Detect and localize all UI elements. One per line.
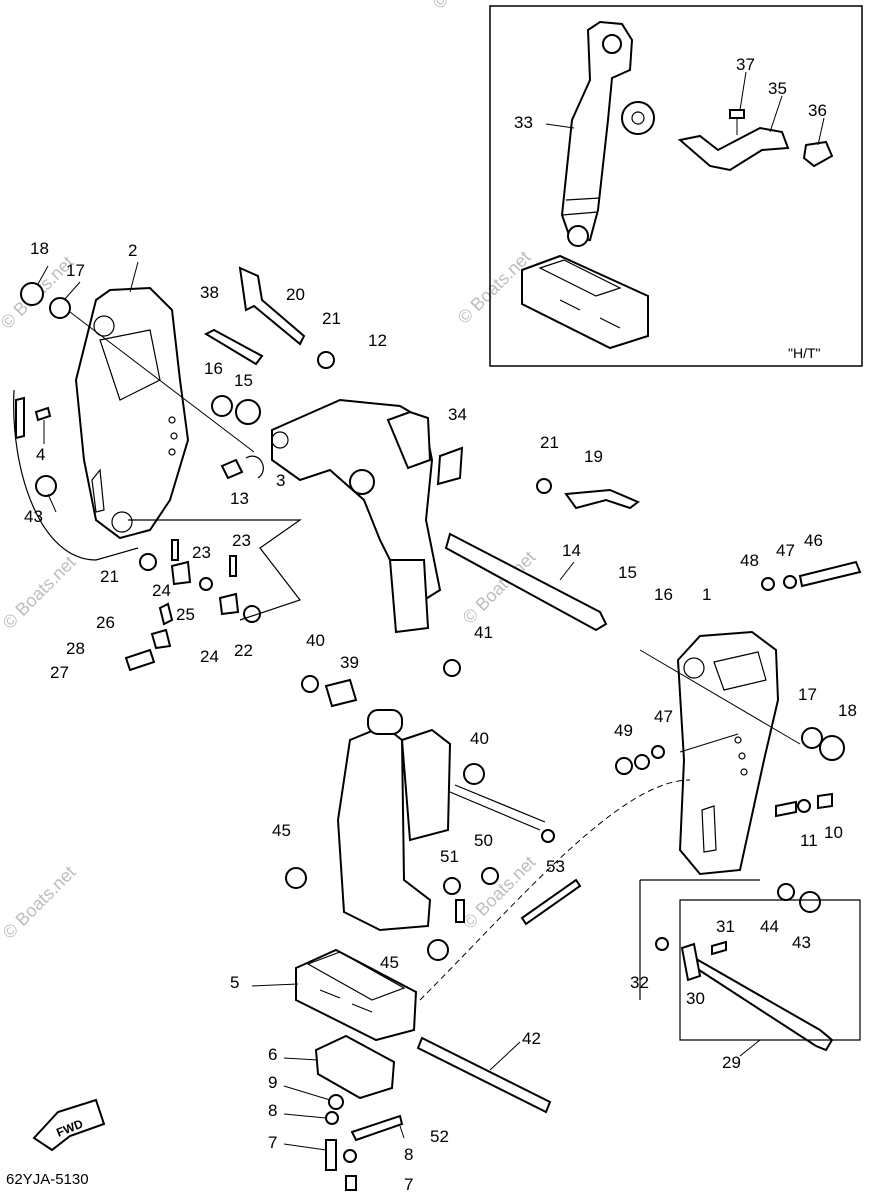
clamp-bracket-right: [615, 560, 862, 913]
callout: 45: [380, 953, 399, 972]
callout: 16: [654, 585, 673, 604]
callout: 2: [128, 241, 137, 260]
callout: 16: [204, 359, 223, 378]
callout: 5: [230, 973, 239, 992]
callout: 47: [776, 541, 795, 560]
callout: 28: [66, 639, 85, 658]
watermark: © Boats.net: [0, 862, 80, 943]
callout: 42: [522, 1029, 541, 1048]
left-small-parts: [124, 519, 302, 672]
callout: 7: [404, 1175, 413, 1194]
callout: 44: [760, 917, 779, 936]
callout: 18: [838, 701, 857, 720]
callout: 7: [268, 1133, 277, 1152]
clamp-bracket-left: [13, 282, 255, 561]
watermark: © Boats.net: [0, 552, 80, 633]
callout: 9: [268, 1073, 277, 1092]
callout: 43: [24, 507, 43, 526]
callout: 41: [474, 623, 493, 642]
callout: 39: [340, 653, 359, 672]
callout: 43: [792, 933, 811, 952]
callout: 15: [234, 371, 253, 390]
callout: 20: [286, 285, 305, 304]
callout: 17: [798, 685, 817, 704]
callout: 49: [614, 721, 633, 740]
fwd-arrow: FWD: [32, 1098, 106, 1152]
callout: 4: [36, 445, 45, 464]
callout: 19: [584, 447, 603, 466]
callout: 14: [562, 541, 581, 560]
callout: 22: [234, 641, 253, 660]
ht-inset: "H/T": [489, 5, 863, 367]
callout: 38: [200, 283, 219, 302]
callout: 21: [322, 309, 341, 328]
tilt-lever: [536, 478, 640, 510]
power-trim-unit: [285, 659, 582, 961]
callout: 53: [546, 857, 565, 876]
callout: 24: [152, 581, 171, 600]
callout: 46: [804, 531, 823, 550]
callout: 37: [736, 55, 755, 74]
callout: 23: [232, 531, 251, 550]
callout: 10: [824, 823, 843, 842]
callouts: 33 37 35 36 18 2 17 38 20 21 12 16 15 34…: [24, 55, 857, 1194]
callout: 24: [200, 647, 219, 666]
callout: 12: [368, 331, 387, 350]
callout: 45: [272, 821, 291, 840]
callout: 3: [276, 471, 285, 490]
swivel-bracket: [203, 266, 608, 634]
callout: 32: [630, 973, 649, 992]
lower-assembly: [295, 779, 861, 1191]
ht-label: "H/T": [788, 345, 821, 361]
callout: 26: [96, 613, 115, 632]
callout: 13: [230, 489, 249, 508]
callout: 21: [100, 567, 119, 586]
callout: 23: [192, 543, 211, 562]
callout: 11: [800, 831, 818, 850]
callout: 51: [440, 847, 459, 866]
callout: 15: [618, 563, 637, 582]
callout: 34: [448, 405, 467, 424]
callout: 47: [654, 707, 673, 726]
callout: 17: [66, 261, 85, 280]
callout: 50: [474, 831, 493, 850]
callout: 36: [808, 101, 827, 120]
diagram-code: 62YJA-5130: [6, 1171, 89, 1188]
callout: 48: [740, 551, 759, 570]
callout: 27: [50, 663, 69, 682]
leader-lines: [37, 261, 761, 1151]
callout: 35: [768, 79, 787, 98]
callout: 21: [540, 433, 559, 452]
callout: 25: [176, 605, 195, 624]
callout: 33: [514, 113, 533, 132]
callout: 18: [30, 239, 49, 258]
callout: 30: [686, 989, 705, 1008]
callout: 8: [268, 1101, 277, 1120]
callout: 8: [404, 1145, 413, 1164]
callout: 40: [306, 631, 325, 650]
callout: 52: [430, 1127, 449, 1146]
callout: 29: [722, 1053, 741, 1072]
callout: 1: [702, 585, 711, 604]
callout: 6: [268, 1045, 277, 1064]
callout: 40: [470, 729, 489, 748]
callout: 31: [716, 917, 735, 936]
